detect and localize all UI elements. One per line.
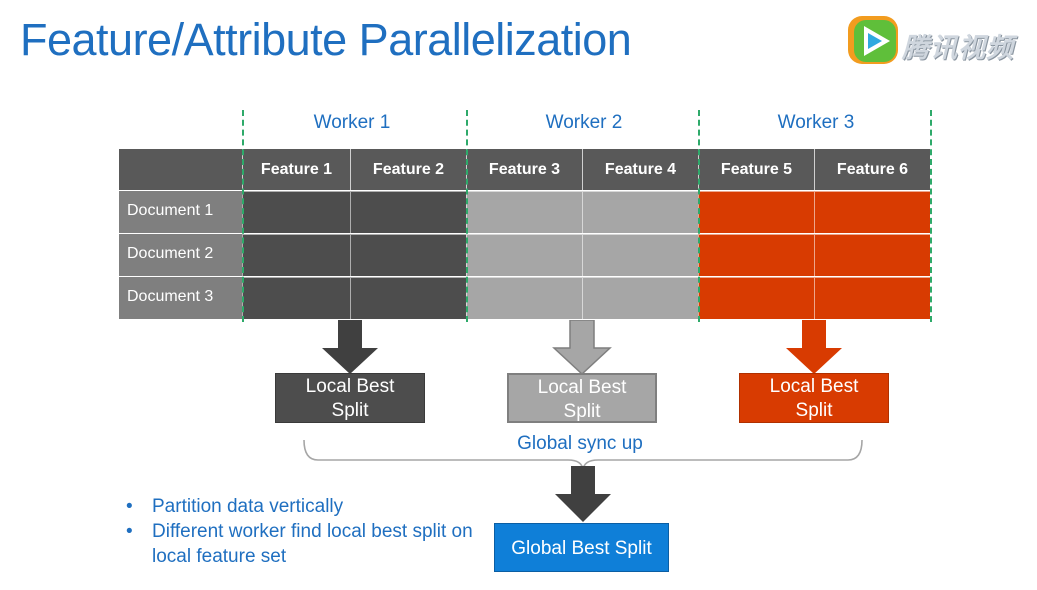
feature-header-6: Feature 6 (814, 149, 930, 190)
worker-divider (466, 110, 468, 322)
data-cell (814, 277, 930, 319)
worker-divider (242, 110, 244, 322)
document-label-2: Document 2 (119, 234, 242, 276)
bullet-item: • Partition data vertically (126, 494, 512, 519)
data-cell (466, 191, 582, 233)
slide-title: Feature/Attribute Parallelization (20, 14, 632, 65)
data-cell (698, 234, 814, 276)
document-label-1: Document 1 (119, 191, 242, 233)
data-cell (698, 191, 814, 233)
data-cell (582, 277, 698, 319)
bullet-item: • Different worker find local best split… (126, 519, 512, 569)
worker-divider (698, 110, 700, 322)
worker-label-2: Worker 2 (545, 112, 623, 133)
bullet-text: Partition data vertically (152, 496, 344, 517)
data-cell (582, 234, 698, 276)
arrow-down-icon (555, 466, 611, 522)
bullet-dot: • (126, 496, 133, 517)
data-cell (242, 191, 350, 233)
split-label-line-1: Local Best (769, 376, 859, 397)
document-label-3: Document 3 (119, 277, 242, 319)
global-best-split: Global Best Split (494, 523, 669, 572)
data-cell (350, 277, 466, 319)
split-label-line-2: Split (331, 400, 369, 421)
split-label-line-1: Local Best (537, 377, 627, 398)
split-label-line-2: Split (563, 401, 601, 422)
header-corner (119, 149, 242, 190)
feature-header-2: Feature 2 (350, 149, 466, 190)
bullet-dot: • (126, 521, 133, 542)
split-label-line-1: Local Best (305, 376, 395, 397)
arrow-down-icon (322, 320, 378, 374)
data-cell (350, 234, 466, 276)
feature-header-5: Feature 5 (698, 149, 814, 190)
local-best-split-worker-2: Local Best Split (507, 373, 657, 423)
data-cell (350, 191, 466, 233)
data-cell (814, 191, 930, 233)
tencent-video-logo-icon (848, 16, 898, 64)
worker-divider (930, 110, 932, 322)
local-best-split-worker-1: Local Best Split (275, 373, 425, 423)
data-cell (466, 234, 582, 276)
feature-header-3: Feature 3 (466, 149, 582, 190)
watermark-text: 腾讯视频 (902, 33, 1014, 63)
feature-header-1: Feature 1 (242, 149, 350, 190)
data-cell (466, 277, 582, 319)
split-label-line-2: Split (795, 400, 833, 421)
data-cell (814, 234, 930, 276)
arrow-down-icon (552, 320, 612, 376)
global-sync-label: Global sync up (517, 433, 643, 454)
data-cell (242, 277, 350, 319)
data-cell (582, 191, 698, 233)
local-best-split-worker-3: Local Best Split (739, 373, 889, 423)
worker-label-1: Worker 1 (313, 112, 391, 133)
data-cell (242, 234, 350, 276)
worker-label-3: Worker 3 (777, 112, 855, 133)
data-cell (698, 277, 814, 319)
bullet-text: Different worker find local best split o… (152, 521, 473, 567)
feature-header-4: Feature 4 (582, 149, 698, 190)
bullet-list: • Partition data vertically • Different … (126, 494, 512, 569)
arrow-down-icon (786, 320, 842, 374)
